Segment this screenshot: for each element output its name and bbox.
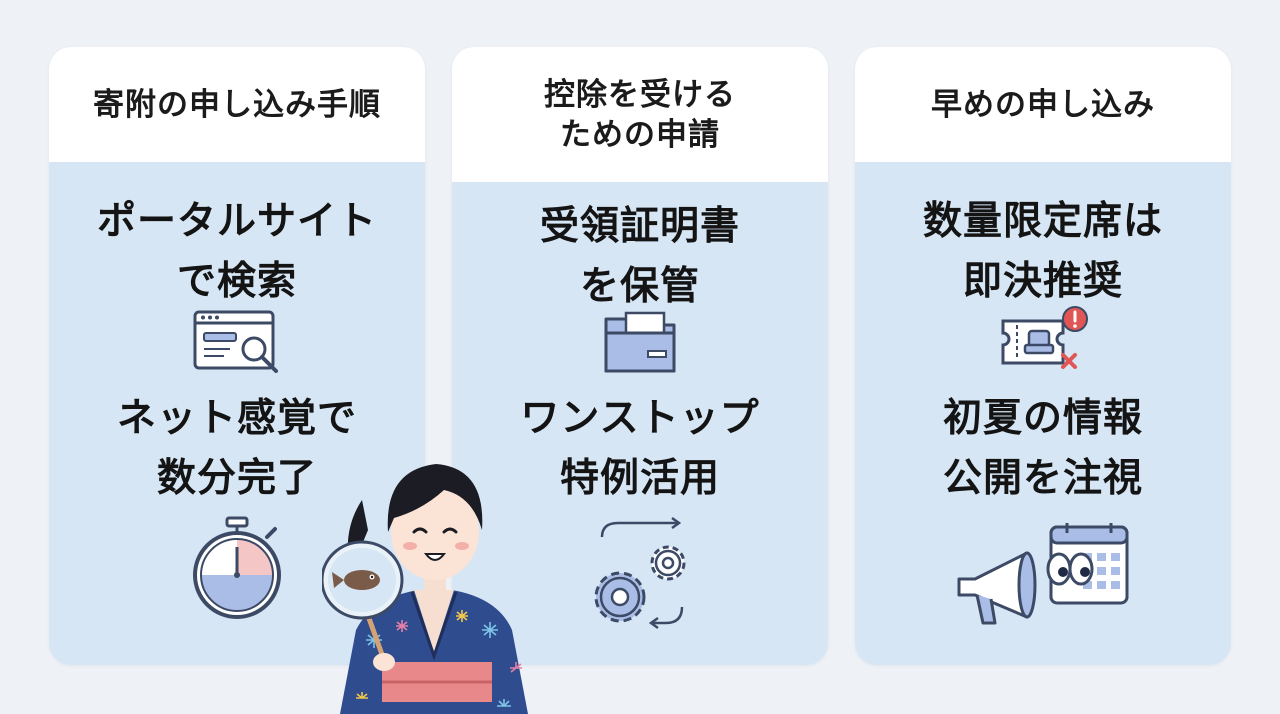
point-line: を保管	[579, 264, 700, 309]
card-title-line: ための申請	[560, 116, 720, 153]
point-line: 数量限定席は	[922, 199, 1163, 244]
card-application-steps: 寄附の申し込み手順 ポータルサイト で検索 ネット感覚で 数分完了	[49, 47, 425, 665]
gears-cycle-icon	[594, 516, 686, 630]
search-window-icon	[193, 310, 278, 373]
card-header: 寄附の申し込み手順	[49, 47, 425, 162]
stopwatch-icon	[193, 516, 281, 619]
girl-in-yukata-holding-fan-icon	[322, 464, 528, 714]
point-line: ワンストップ	[520, 396, 760, 441]
point-line: 初夏の情報	[942, 396, 1143, 441]
point-line: ネット感覚で	[116, 396, 357, 441]
point-text: ワンストップ 特例活用	[452, 389, 828, 509]
point-line: 即決推奨	[962, 259, 1123, 304]
point-text: 受領証明書 を保管	[452, 197, 828, 317]
card-header: 控除を受ける ための申請	[452, 47, 828, 182]
point-text: ポータルサイト で検索	[49, 192, 425, 312]
card-title-line: 控除を受ける	[544, 76, 736, 113]
point-line: 受領証明書	[539, 204, 740, 249]
card-title: 寄附の申し込み手順	[93, 86, 381, 123]
point-text: 数量限定席は 即決推奨	[855, 192, 1231, 312]
card-header: 早めの申し込み	[855, 47, 1231, 162]
point-line: ポータルサイト	[96, 199, 377, 244]
point-line: 数分完了	[156, 456, 317, 501]
card-deduction-application: 控除を受ける ための申請 受領証明書 を保管 ワンストップ 特例活用	[452, 47, 828, 665]
point-text: ネット感覚で 数分完了	[49, 389, 425, 509]
folder-icon	[604, 311, 676, 373]
point-line: 公開を注視	[942, 456, 1143, 501]
point-line: 特例活用	[559, 456, 720, 501]
megaphone-calendar-icon	[957, 523, 1129, 625]
ticket-seat-alert-icon	[1001, 306, 1088, 369]
card-early-application: 早めの申し込み 数量限定席は 即決推奨 初夏の情報 公開を注視	[855, 47, 1231, 665]
card-title: 早めの申し込み	[931, 86, 1155, 123]
point-text: 初夏の情報 公開を注視	[855, 389, 1231, 509]
point-line: で検索	[176, 259, 297, 304]
